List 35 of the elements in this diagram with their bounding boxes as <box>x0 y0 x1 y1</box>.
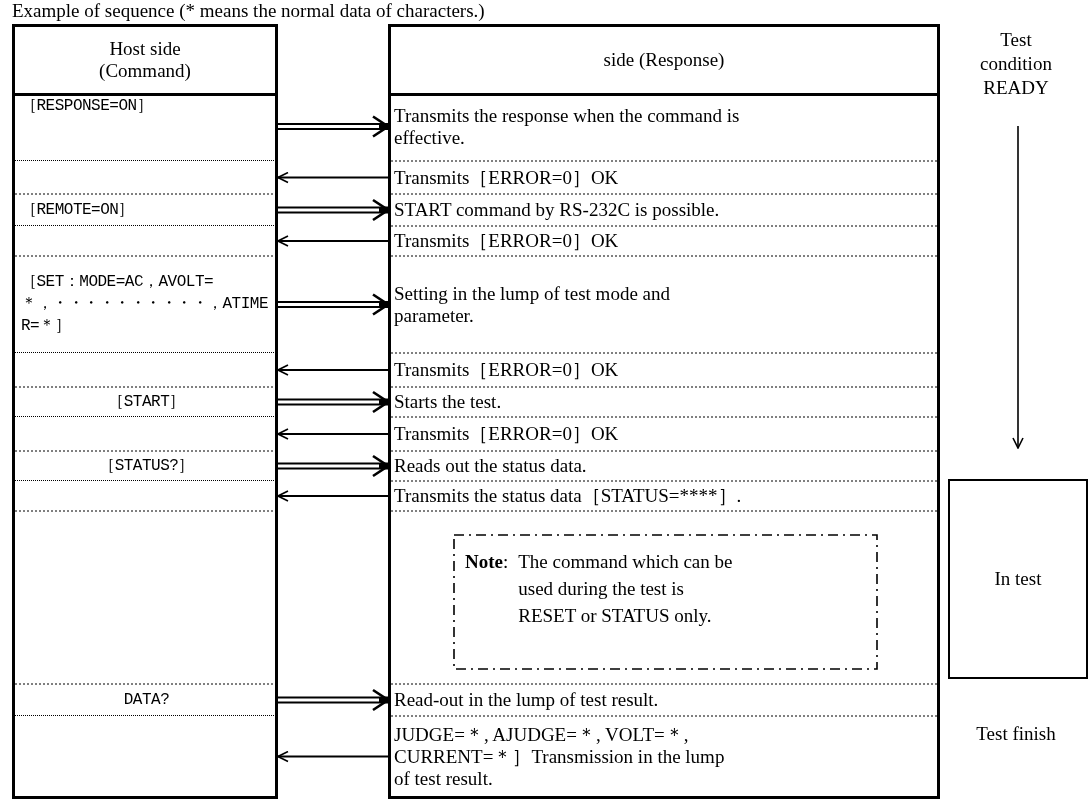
arrow <box>277 235 389 247</box>
response-text: Read-out in the lump of test result. <box>388 684 940 716</box>
response-text: Reads out the status data. <box>388 451 940 481</box>
response-text: Transmits［ERROR=0］OK <box>388 161 940 194</box>
response-text: START command by RS-232C is possible. <box>388 194 940 226</box>
note-box <box>453 534 878 670</box>
note-heading: Note: <box>465 550 509 574</box>
arrow <box>277 364 389 376</box>
column-panel <box>12 24 278 799</box>
column-header: side (Response) <box>602 49 726 71</box>
column-header: Host side (Command) <box>98 38 192 82</box>
response-text: Transmits［ERROR=0］OK <box>388 226 940 256</box>
arrow <box>277 750 389 763</box>
command-text: ［REMOTE=ON］ <box>15 194 278 226</box>
diagram-title: Example of sequence (* means the normal data of characters.) <box>12 0 485 22</box>
command-text: ［RESPONSE=ON］ <box>15 92 278 161</box>
note-text: The command which can be used during the test is RESET or STATUS only. <box>518 550 734 628</box>
column-panel <box>388 24 940 799</box>
response-text: Transmits the response when the command is effective. <box>388 92 940 161</box>
response-text: Starts the test. <box>388 387 940 417</box>
response-text: Transmits the status data［STATUS=****］. <box>388 481 940 511</box>
response-text: Setting in the lump of test mode and parameter. <box>388 256 940 353</box>
response-text: Transmits［ERROR=0］OK <box>388 417 940 451</box>
phase-label: Test finish <box>975 722 1057 746</box>
arrow <box>277 171 389 184</box>
phase-box: In test <box>948 479 1088 679</box>
response-text: Transmits［ERROR=0］OK <box>388 353 940 387</box>
response-text: JUDGE=＊, AJUDGE=＊, VOLT=＊, CURRENT=＊］Transmission in the lump of test result. <box>388 716 940 797</box>
arrow <box>277 490 389 502</box>
arrow <box>277 428 389 440</box>
phase-label: Test condition READY <box>979 28 1053 100</box>
command-text: DATA? <box>15 684 278 716</box>
command-text: ［START］ <box>15 387 278 417</box>
command-text: ［STATUS?］ <box>15 451 278 481</box>
command-text: ［SET：MODE=AC，AVOLT=＊，・・・・・・・・・・，ATIMER=＊］ <box>15 256 278 353</box>
